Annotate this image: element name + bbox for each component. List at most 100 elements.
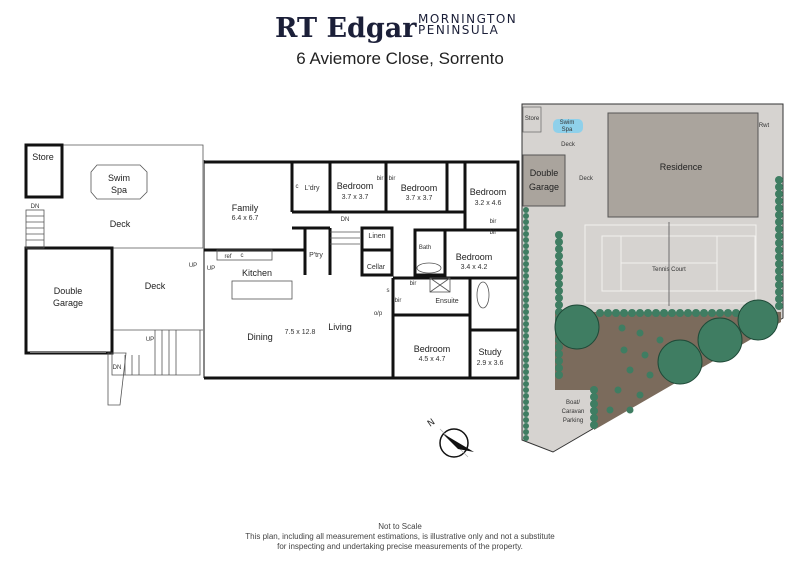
- swim-spa-label-1: Swim: [108, 173, 130, 183]
- shrub: [775, 204, 783, 212]
- north-compass-icon: N: [426, 417, 474, 458]
- shrub: [523, 291, 529, 297]
- region-line-2: PENINSULA: [418, 23, 499, 37]
- shrub: [775, 211, 783, 219]
- shrub: [775, 225, 783, 233]
- upper-deck-label: Deck: [110, 219, 131, 229]
- shrub: [555, 280, 563, 288]
- study-dims: 2.9 x 3.6: [477, 360, 504, 367]
- tree: [697, 317, 743, 363]
- shrub: [708, 309, 716, 317]
- laundry-label: L'dry: [305, 185, 320, 192]
- family-dims: 6.4 x 6.7: [232, 215, 259, 222]
- site-residence: [607, 112, 759, 218]
- swim-spa: [90, 164, 148, 200]
- shrub: [555, 343, 563, 351]
- shrub: [523, 231, 529, 237]
- bedroom-3-label: Bedroom: [470, 187, 507, 197]
- disclaimer-line-2: for inspecting and undertaking precise m…: [277, 542, 523, 551]
- shrub: [523, 315, 529, 321]
- shrub: [555, 357, 563, 365]
- shrub: [523, 321, 529, 327]
- ensuite-label: Ensuite: [435, 298, 458, 305]
- dn-label: DN: [31, 204, 40, 210]
- shrub: [555, 350, 563, 358]
- shrub: [596, 309, 604, 317]
- up-label: UP: [189, 263, 197, 269]
- shrub: [523, 267, 529, 273]
- cellar-label: Cellar: [367, 264, 386, 271]
- shrub: [523, 351, 529, 357]
- bedroom-3-dims: 3.2 x 4.6: [475, 200, 502, 207]
- shrub: [636, 309, 644, 317]
- shrub: [775, 218, 783, 226]
- bedroom-2-dims: 3.7 x 3.7: [406, 195, 433, 202]
- shrub: [523, 411, 529, 417]
- shrub: [590, 400, 598, 408]
- kitchen-label: Kitchen: [242, 268, 272, 278]
- trees: [554, 299, 779, 385]
- residence-plan: Family 6.4 x 6.7 c L'dry Bedroom 3.7 x 3…: [203, 160, 520, 380]
- shrub: [523, 207, 529, 213]
- shrub: [523, 369, 529, 375]
- shrub: [523, 417, 529, 423]
- shrub: [523, 333, 529, 339]
- bir-label: bir: [377, 176, 384, 182]
- shrub: [604, 309, 612, 317]
- cupboard-label: c: [241, 253, 244, 259]
- shrub: [523, 309, 529, 315]
- shrub: [523, 327, 529, 333]
- living-label: Living: [328, 322, 352, 332]
- shrub: [555, 245, 563, 253]
- shrub: [775, 197, 783, 205]
- shrub: [523, 297, 529, 303]
- shrub: [636, 329, 644, 337]
- shrub: [523, 357, 529, 363]
- shrub: [646, 371, 654, 379]
- shrub: [775, 302, 783, 310]
- shrub: [644, 309, 652, 317]
- shrub: [628, 309, 636, 317]
- shrub: [555, 238, 563, 246]
- shrub: [523, 339, 529, 345]
- shrub: [614, 386, 622, 394]
- up-label: UP: [146, 337, 154, 343]
- outdoor-areas: Store Swim Spa Deck Deck Double Garage D…: [24, 143, 204, 406]
- shrub: [523, 435, 529, 441]
- shrub: [590, 421, 598, 429]
- shrub: [523, 399, 529, 405]
- shrub: [775, 176, 783, 184]
- shrub: [555, 266, 563, 274]
- bir-label: bir: [410, 281, 417, 287]
- shrub: [523, 249, 529, 255]
- shrub: [523, 255, 529, 261]
- shrub: [523, 375, 529, 381]
- shrub: [590, 393, 598, 401]
- site-plan: Store Swim Spa Deck Deck Double Garage R…: [521, 103, 784, 453]
- shrub: [523, 219, 529, 225]
- north-label: N: [426, 417, 437, 429]
- bedroom-2-label: Bedroom: [401, 183, 438, 193]
- shrub: [626, 406, 634, 414]
- bedroom-1-label: Bedroom: [337, 181, 374, 191]
- shrub: [523, 261, 529, 267]
- store-label: Store: [32, 152, 54, 162]
- tree: [657, 339, 703, 385]
- up-label: UP: [207, 266, 215, 272]
- bath-label: Bath: [419, 245, 431, 251]
- bedroom-1-dims: 3.7 x 3.7: [342, 194, 369, 201]
- site-garage-label-1: Double: [530, 168, 559, 178]
- bir-label: bir: [490, 219, 497, 225]
- region-line-1: MORNINGTON: [418, 12, 517, 26]
- shrub: [523, 345, 529, 351]
- shrub: [555, 301, 563, 309]
- shrub: [775, 295, 783, 303]
- shrub: [523, 363, 529, 369]
- shrub: [775, 267, 783, 275]
- shrub: [775, 183, 783, 191]
- shrub: [523, 423, 529, 429]
- shrub: [775, 190, 783, 198]
- shrub: [660, 309, 668, 317]
- shrub: [700, 309, 708, 317]
- living-dims: 7.5 x 12.8: [285, 329, 316, 336]
